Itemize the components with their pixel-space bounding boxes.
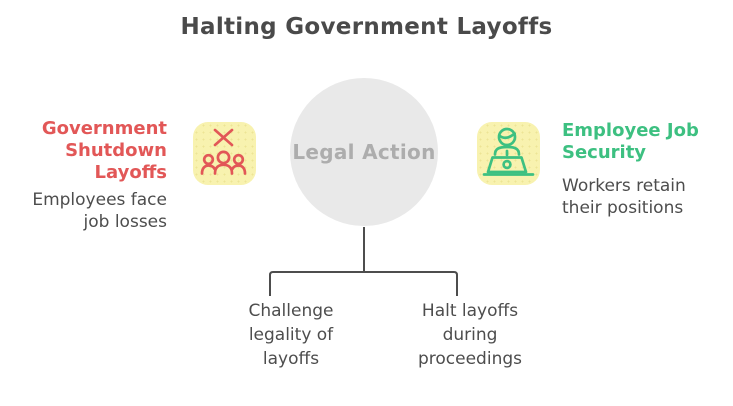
left-node-icon-box bbox=[193, 122, 256, 185]
person-at-laptop-icon bbox=[482, 127, 535, 176]
branch-label-2: Halt layoffs during proceedings bbox=[417, 301, 522, 369]
right-node-title: Employee Job Security bbox=[562, 120, 699, 163]
right-node-description: Workers retain their positions bbox=[562, 176, 686, 218]
people-with-x-icon bbox=[200, 128, 247, 175]
left-node-description: Employees face job losses bbox=[32, 190, 167, 232]
left-node-title: Government Shutdown Layoffs bbox=[41, 118, 167, 183]
right-node-icon-box bbox=[477, 122, 540, 185]
diagram-title: Halting Government Layoffs bbox=[180, 14, 553, 40]
central-node: Legal Action bbox=[290, 78, 438, 226]
central-node-label: Legal Action bbox=[292, 140, 436, 164]
branch-label-1: Challenge legality of layoffs bbox=[248, 301, 334, 369]
